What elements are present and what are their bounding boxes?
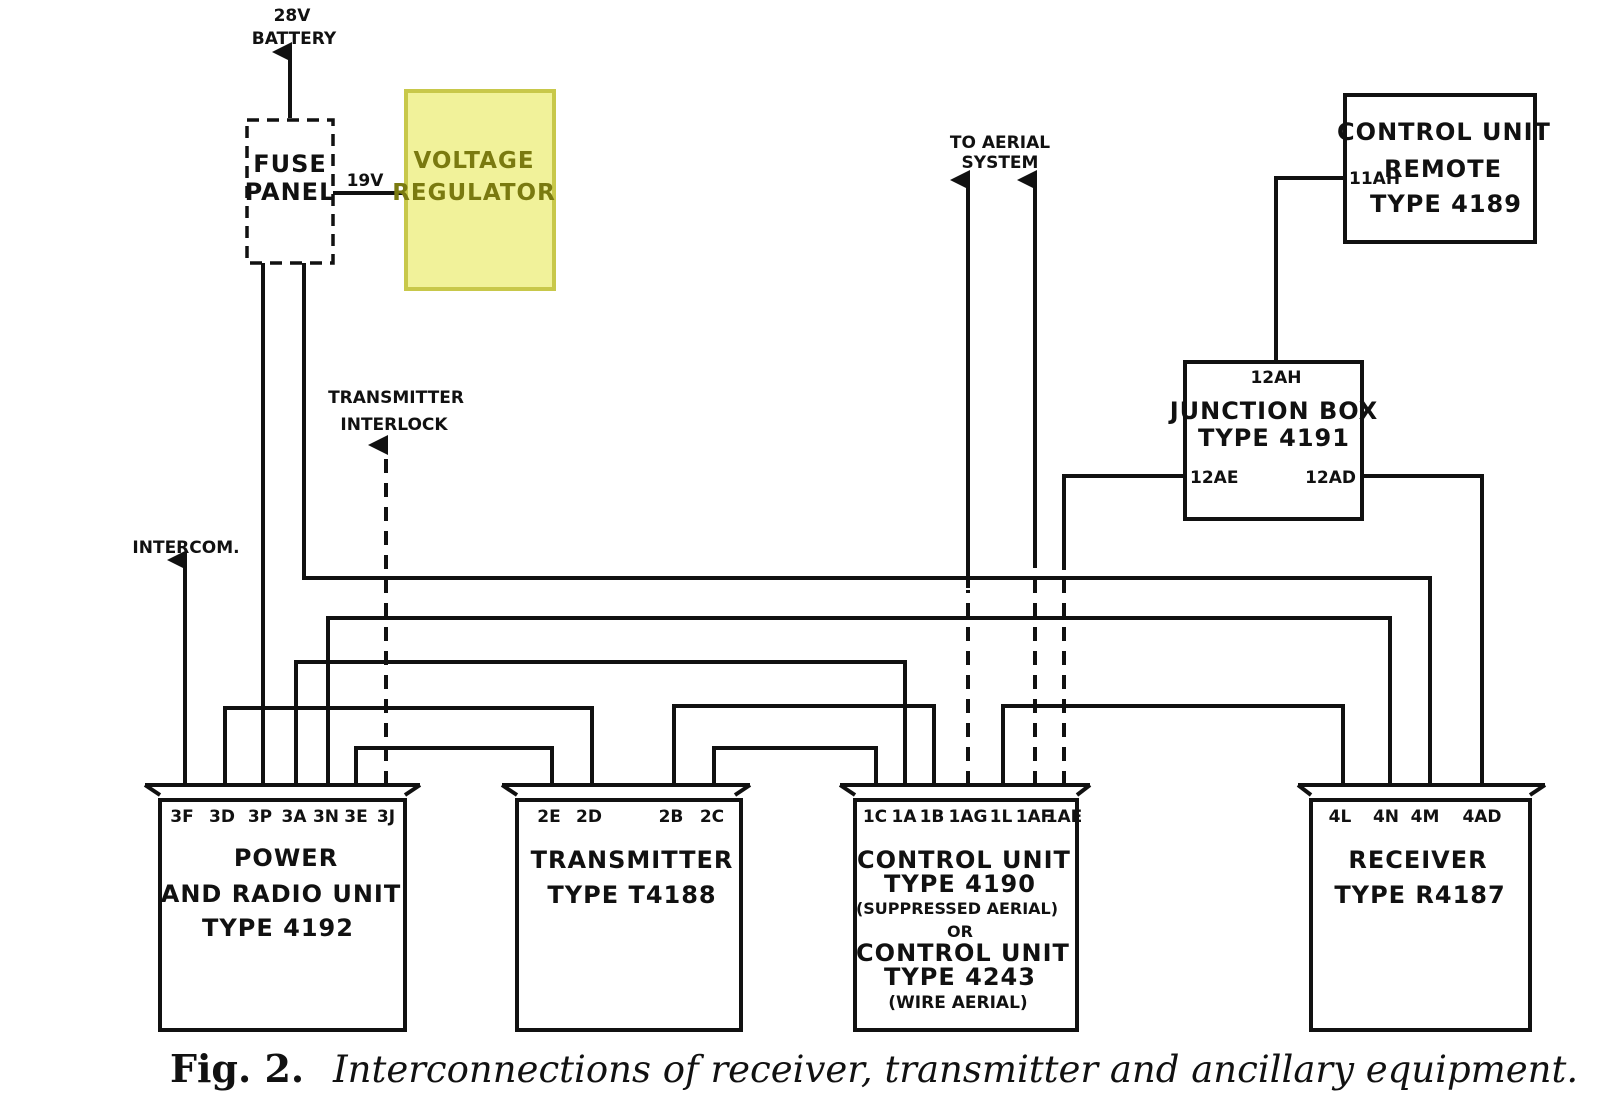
junction-pin-12ad: 12AD [1305,468,1356,488]
pin-2b: 2B [659,807,684,827]
control-label-7: (WIRE AERIAL) [888,993,1027,1013]
voltage-regulator-label-2: REGULATOR [392,180,556,206]
pin-2d: 2D [576,807,602,827]
battery-label-1: 28V [274,6,312,26]
control-label-6: TYPE 4243 [884,963,1036,991]
pin-3f: 3F [170,807,193,827]
interlock-label-2: INTERLOCK [340,415,448,435]
caption-text: Interconnections of receiver, transmitte… [332,1048,1578,1091]
control-label-2: TYPE 4190 [884,870,1036,898]
power-label-2: AND RADIO UNIT [161,880,401,908]
wiring [167,42,1484,785]
pin-1ae: 1AE [1046,807,1083,827]
pin-1af: 1AF [1016,807,1053,827]
control-label-3: (SUPPRESSED AERIAL) [856,899,1058,918]
power-label-3: TYPE 4192 [202,914,354,942]
fuse-to-4m-wire [302,263,1432,785]
pin-4m: 4M [1411,807,1440,827]
remote-label-1: CONTROL UNIT [1337,118,1551,146]
voltage-regulator: VOLTAGE REGULATOR [392,89,556,291]
remote-label-3: TYPE 4189 [1370,190,1522,218]
receiver-unit: 4L 4N 4M 4AD RECEIVER TYPE R4187 [1296,783,1547,1032]
interlock-label-1: TRANSMITTER [328,388,464,408]
power-label-1: POWER [234,844,338,872]
pin-2c: 2C [700,807,724,827]
3a-1a-wire [294,660,907,785]
transmitter-label-1: TRANSMITTER [531,846,734,874]
pin-3n: 3N [313,807,339,827]
remote-pin-11ah: 11AH [1349,169,1400,189]
control-label-5: CONTROL UNIT [856,939,1070,967]
control-label-4: OR [947,922,973,941]
control-unit-remote: CONTROL UNIT REMOTE TYPE 4189 11AH [1337,93,1551,244]
1ae-12ae-wire-upper [1062,474,1185,570]
voltage-regulator-label-1: VOLTAGE [413,148,534,174]
1l-4l-wire [1001,704,1345,785]
fuse-panel: FUSE PANEL [245,118,336,265]
junction-pin-12ah: 12AH [1250,368,1301,388]
transmitter-label-2: TYPE T4188 [547,881,716,909]
intercom-label: INTERCOM. [132,538,239,558]
pin-3e: 3E [344,807,367,827]
junction-label-2: TYPE 4191 [1198,424,1350,452]
pin-1l: 1L [990,807,1013,827]
transmitter-unit: 2E 2D 2B 2C TRANSMITTER TYPE T4188 [500,783,752,1032]
2b-1b-wire [672,704,936,785]
battery-label-2: BATTERY [252,29,337,49]
control-label-1: CONTROL UNIT [857,846,1071,874]
pin-1c: 1C [863,807,887,827]
junction-label-1: JUNCTION BOX [1168,397,1379,425]
pin-1b: 1B [920,807,945,827]
pin-3j: 3J [377,807,395,827]
fuse-panel-label-2: PANEL [245,178,336,206]
remote-label-2: REMOTE [1384,155,1502,183]
3e-2e-wire [354,746,554,785]
pin-4l: 4L [1329,807,1352,827]
pin-4ad: 4AD [1462,807,1501,827]
receiver-label-2: TYPE R4187 [1334,881,1505,909]
12ah-11ah-wire [1274,176,1345,362]
pin-1a: 1A [892,807,918,827]
fuse-panel-label-1: FUSE [253,150,327,178]
pin-4n: 4N [1373,807,1399,827]
junction-box: 12AH JUNCTION BOX TYPE 4191 12AE 12AD [1168,360,1379,521]
2c-1c-wire [712,746,878,785]
volt-19-label: 19V [347,171,385,191]
3d-2d-wire [223,706,594,785]
3n-4n-wire [326,616,1392,785]
pin-3d: 3D [209,807,235,827]
receiver-label-1: RECEIVER [1348,846,1487,874]
caption-fig-number: Fig. 2. [170,1046,304,1091]
pin-3p: 3P [248,807,272,827]
aerial-label-1: TO AERIAL [950,133,1050,153]
pin-2e: 2E [537,807,560,827]
12ad-4ad-wire [1362,474,1484,785]
junction-pin-12ae: 12AE [1190,468,1238,488]
aerial-label-2: SYSTEM [962,153,1039,173]
pin-1ag: 1AG [949,807,988,827]
pin-3a: 3A [282,807,308,827]
